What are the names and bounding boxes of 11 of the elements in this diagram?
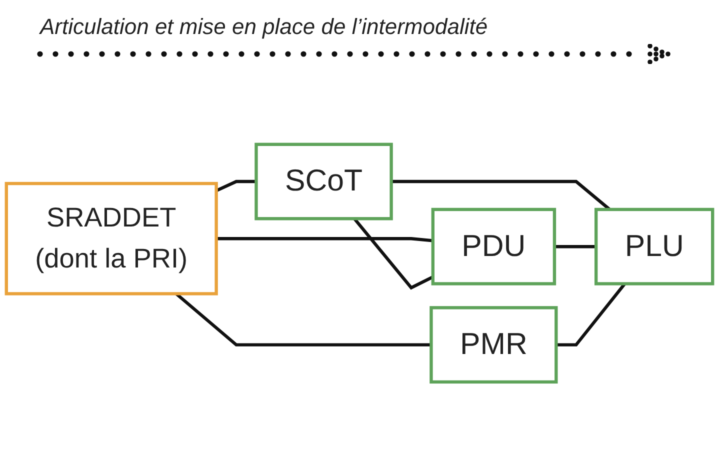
process-box: SCoT [254, 142, 393, 220]
process-box: SRADDET (dont la PRI) [4, 182, 218, 296]
title: Articulation et mise en place de l’intermodalité [40, 14, 488, 40]
connector-line [391, 180, 611, 211]
connector-line [216, 180, 256, 192]
connector-line [554, 244, 596, 248]
process-box: PLU [594, 208, 714, 286]
connector-line [216, 236, 434, 242]
process-box: PDU [431, 208, 556, 286]
connector-line [556, 282, 626, 346]
process-box: PMR [430, 306, 558, 384]
